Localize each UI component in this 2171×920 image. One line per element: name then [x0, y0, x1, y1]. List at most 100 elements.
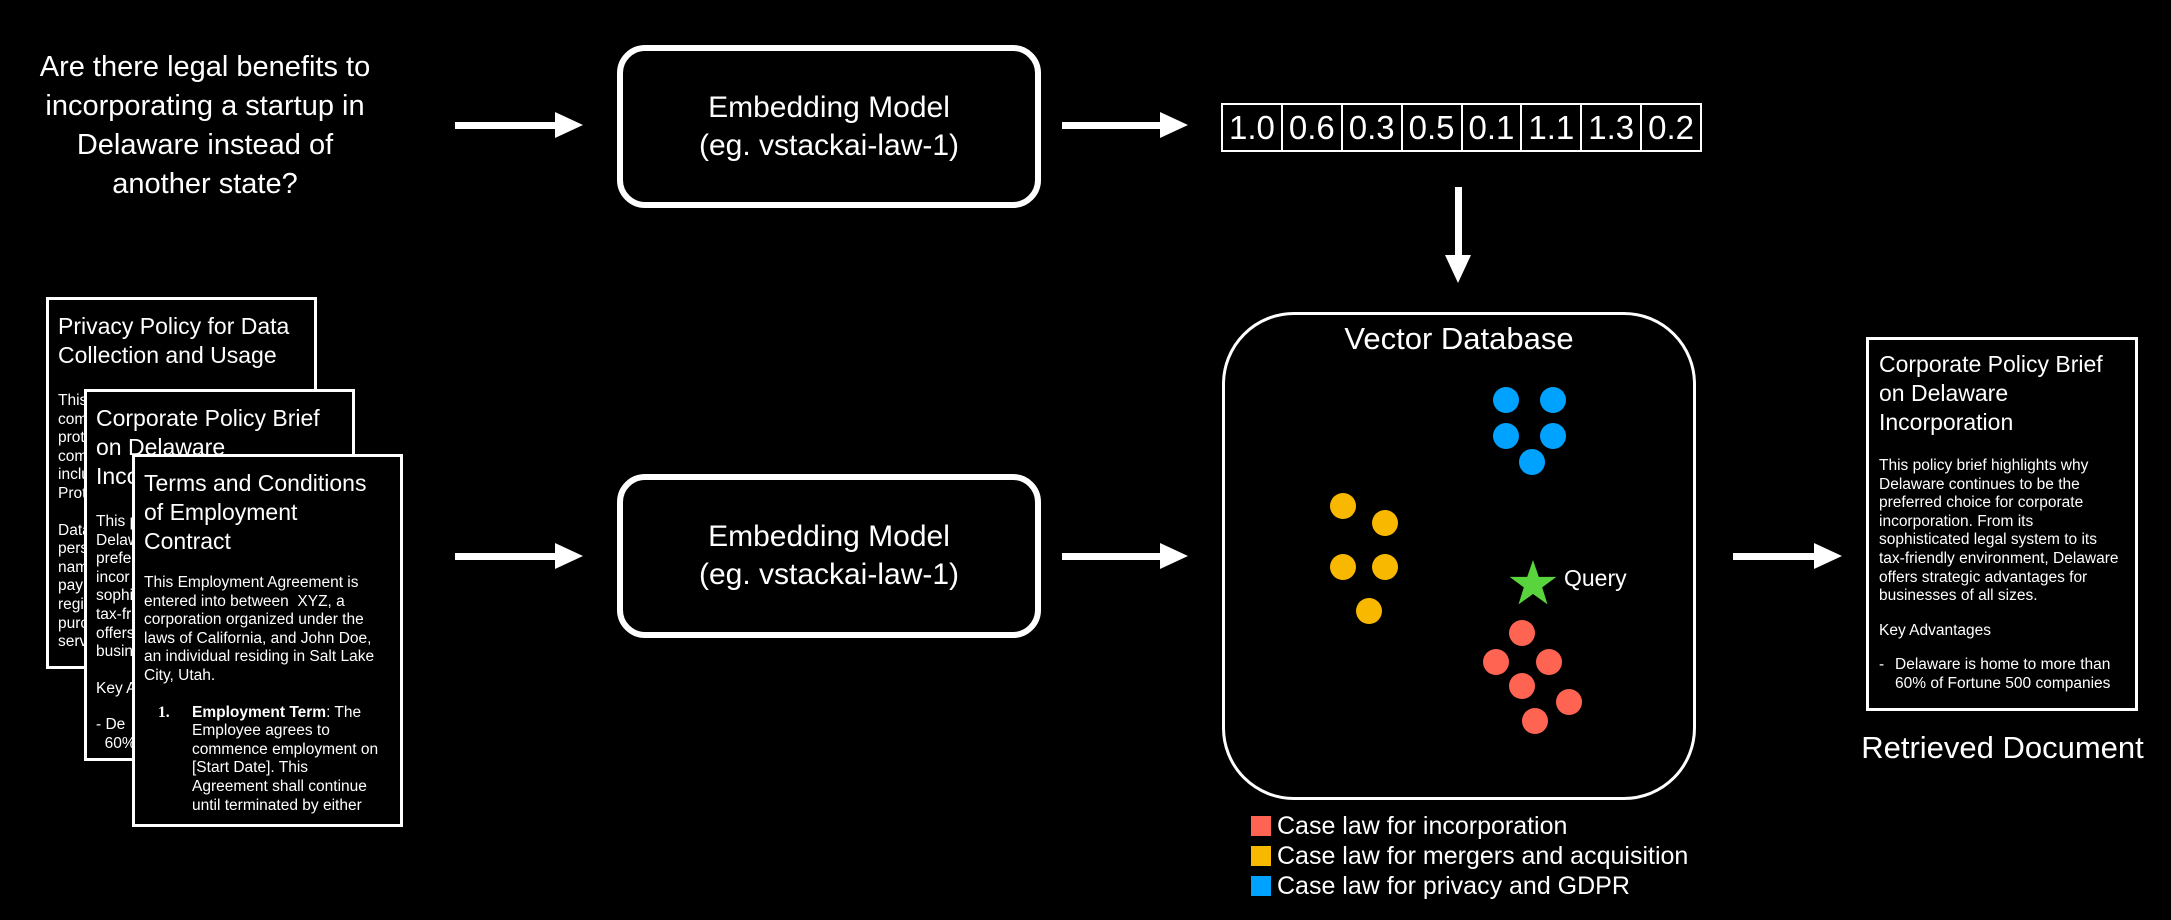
- body-line: inclu: [58, 466, 90, 484]
- document-title-line: Incorporation: [1879, 409, 2014, 435]
- incorporation-point: [1509, 673, 1535, 699]
- body-line: nam: [58, 558, 89, 576]
- body-line: incorporation. From its: [1879, 512, 2034, 530]
- model-subtitle: (eg. vstackai-law-1): [698, 128, 960, 162]
- incorporation-point: [1522, 708, 1548, 734]
- model-title: Embedding Model: [708, 520, 950, 553]
- body-line: entered into between XYZ, a: [144, 592, 345, 610]
- embedding-model-bottom: Embedding Model (eg. vstackai-law-1): [617, 474, 1041, 638]
- body-line: Delaw: [96, 531, 140, 549]
- query-star-icon: [1509, 560, 1557, 605]
- document-title: Privacy Policy for Data Collection and U…: [58, 312, 305, 370]
- document-title-line: on Delaware: [1879, 380, 2009, 406]
- list-line: Agreement shall continue: [192, 777, 367, 795]
- incorporation-point: [1536, 649, 1562, 675]
- vector-cell: 1.1: [1522, 105, 1583, 150]
- body-line: pay: [58, 577, 83, 595]
- body-line: This p: [96, 513, 139, 530]
- document-title-text: Privacy Policy for Data Collection and U…: [58, 313, 290, 368]
- list-term: Employment Term: [192, 703, 327, 721]
- body-line: preferred choice for corporate: [1879, 494, 2084, 512]
- vector-cell: 0.5: [1403, 105, 1463, 150]
- document-body: This policy brief highlights why Delawar…: [1879, 457, 2125, 694]
- body-line: This: [58, 392, 88, 409]
- vector-database-title: Vector Database: [1344, 321, 1574, 356]
- list-line: commence employment on: [192, 740, 379, 758]
- arrow-down-icon: [1445, 187, 1471, 283]
- incorporation-point: [1556, 689, 1582, 715]
- list-text: : The: [326, 703, 362, 721]
- body-line: sophi: [96, 587, 134, 605]
- list-line: until terminated by either: [192, 796, 362, 814]
- body-line: regi: [58, 595, 84, 613]
- body-line: an individual residing in Salt Lake: [144, 648, 375, 666]
- arrow-right-icon: [455, 543, 583, 569]
- vector-database: Vector Database Query: [1222, 312, 1696, 800]
- document-title-line: Terms and Conditions: [144, 470, 367, 496]
- legend-label: Case law for mergers and acquisition: [1277, 841, 1689, 870]
- document-list-item: 1. Employment Term: The Employee agrees …: [144, 704, 391, 816]
- body-line: incor: [96, 568, 130, 586]
- body-line: com: [58, 447, 88, 465]
- query-text: Are there legal benefits to incorporatin…: [10, 48, 400, 204]
- mergers-point: [1330, 493, 1356, 519]
- embedding-model-top: Embedding Model (eg. vstackai-law-1): [617, 45, 1041, 208]
- model-title: Embedding Model: [708, 90, 950, 124]
- vector-cell: 0.6: [1283, 105, 1343, 150]
- legend-swatch-yellow: [1251, 846, 1271, 866]
- legend-label: Case law for privacy and GDPR: [1277, 871, 1630, 900]
- vector-cell: 1.3: [1582, 105, 1643, 150]
- model-subtitle: (eg. vstackai-law-1): [698, 558, 960, 591]
- section-heading: Key Advantages: [1879, 621, 1992, 639]
- document-title-line: Corporate Policy Brief: [1879, 351, 2103, 377]
- list-content: Employment Term: The Employee agrees to …: [192, 704, 378, 816]
- body-line: tax-friendly environment, Delaware: [1879, 549, 2119, 567]
- document-title: Corporate Policy Brief on Delaware Incor…: [1879, 350, 2125, 437]
- body-line: laws of California, and John Doe,: [144, 629, 372, 647]
- vector-cell: 1.0: [1223, 105, 1283, 150]
- query-label: Query: [1564, 565, 1627, 591]
- document-body: This com prot com inclu Prot Data pers n…: [58, 392, 305, 652]
- query-line: Delaware instead of: [76, 129, 334, 161]
- arrow-right-icon: [455, 112, 583, 138]
- legend-item: Case law for privacy and GDPR: [1251, 871, 1688, 901]
- privacy-point: [1493, 387, 1519, 413]
- legend-swatch-red: [1251, 816, 1271, 836]
- bullet-dash: -: [1879, 656, 1885, 674]
- document-body: This p Delaw prefe incor sophi tax-fr of…: [96, 513, 343, 754]
- document-title-line: Corporate Policy Brief: [96, 405, 320, 431]
- legend-item: Case law for incorporation: [1251, 811, 1688, 841]
- bullet-item: - Delaware is home to more than 60% of F…: [1879, 656, 2125, 693]
- body-line: offers strategic advantages for: [1879, 568, 2088, 586]
- body-line: 60%: [96, 734, 136, 752]
- body-line: This Employment Agreement is: [144, 574, 359, 591]
- body-line: busin: [96, 643, 134, 661]
- body-line: businesses of all sizes.: [1879, 587, 2038, 605]
- document-title-line: Contract: [144, 528, 231, 554]
- privacy-point: [1540, 423, 1566, 449]
- mergers-point: [1372, 554, 1398, 580]
- body-line: serv: [58, 633, 88, 651]
- document-employment-terms: Terms and Conditions of Employment Contr…: [132, 454, 403, 827]
- body-line: corporation organized under the: [144, 611, 364, 629]
- list-number: 1.: [158, 703, 170, 721]
- body-line: pers: [58, 540, 89, 558]
- incorporation-point: [1483, 649, 1509, 675]
- body-line: prefe: [96, 550, 132, 568]
- body-line: com: [58, 410, 88, 428]
- body-line: Delaware continues to be the: [1879, 475, 2080, 493]
- bullet-line: 60% of Fortune 500 companies: [1895, 674, 2111, 692]
- body-line: - De: [96, 716, 126, 734]
- body-line: offers: [96, 624, 135, 642]
- vector-space-plot: [1330, 387, 1582, 734]
- incorporation-point: [1509, 620, 1535, 646]
- list-line: Employee agrees to: [192, 722, 330, 740]
- query-vector: 1.0 0.6 0.3 0.5 0.1 1.1 1.3 0.2: [1221, 103, 1702, 152]
- vector-cell: 0.3: [1343, 105, 1403, 150]
- arrow-right-icon: [1062, 112, 1188, 138]
- mergers-point: [1330, 554, 1356, 580]
- query-line: incorporating a startup in: [45, 90, 365, 122]
- body-line: sophisticated legal system to its: [1879, 531, 2097, 549]
- legend-item: Case law for mergers and acquisition: [1251, 841, 1688, 871]
- body-line: purc: [58, 614, 89, 632]
